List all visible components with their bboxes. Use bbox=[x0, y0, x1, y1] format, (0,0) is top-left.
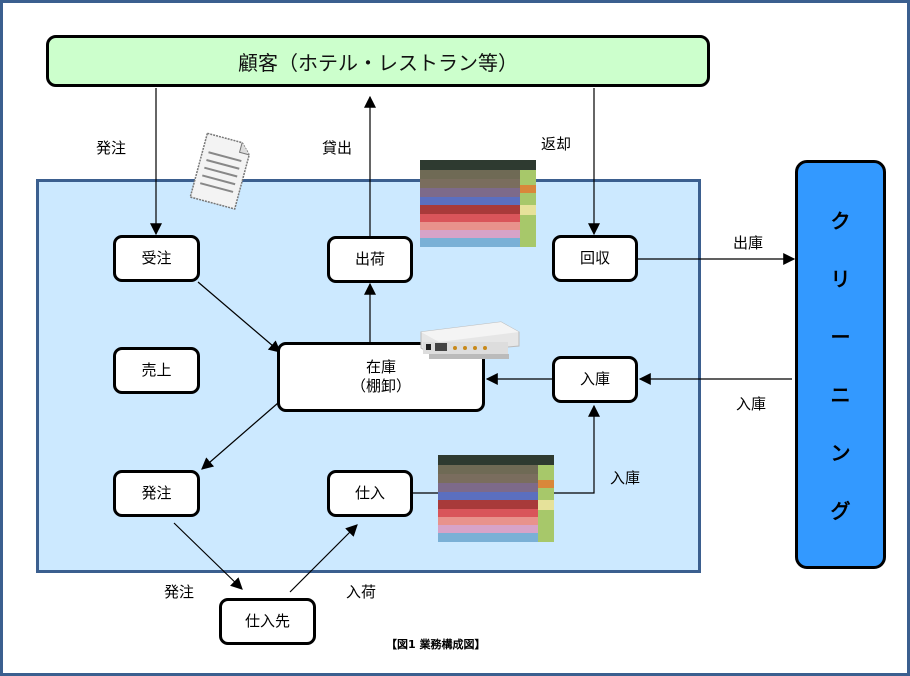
towel-stack-image bbox=[438, 455, 554, 542]
customer-label: 顧客（ホテル・レストラン等） bbox=[238, 50, 518, 75]
node-uriage-label: 売上 bbox=[141, 360, 172, 379]
node-shiiresaki-label: 仕入先 bbox=[244, 611, 290, 630]
cleaning-char: ニ bbox=[830, 382, 851, 407]
node-kaishu: 回収 bbox=[552, 235, 638, 282]
node-kaishu-label: 回収 bbox=[579, 248, 610, 267]
figure-caption: 【図1 業務構成図】 bbox=[386, 638, 486, 651]
arrow-juchu-to-zaiko bbox=[197, 281, 281, 353]
node-juchu: 受注 bbox=[113, 235, 200, 282]
cleaning-char: リ bbox=[830, 267, 851, 292]
edge-label-order: 発注 bbox=[96, 139, 127, 157]
cleaning-char: ク bbox=[830, 209, 851, 234]
cleaning-char: グ bbox=[830, 498, 851, 523]
edge-label-stock-in: 入庫 bbox=[610, 469, 641, 487]
node-zaiko-label: 在庫 bbox=[365, 357, 396, 376]
node-shukka: 出荷 bbox=[327, 236, 413, 283]
node-nyuko: 入庫 bbox=[552, 356, 638, 403]
cleaning-char: ー bbox=[830, 325, 851, 350]
node-nyuko-label: 入庫 bbox=[579, 369, 610, 388]
cleaning-char: ン bbox=[830, 440, 851, 465]
edge-label-supplier-order: 発注 bbox=[164, 583, 195, 601]
node-hatchu: 発注 bbox=[113, 470, 200, 517]
cleaning-box: ク リ ー ニ ン グ bbox=[795, 160, 886, 569]
node-uriage: 売上 bbox=[113, 347, 200, 394]
node-shukka-label: 出荷 bbox=[354, 249, 385, 268]
node-shiiresaki: 仕入先 bbox=[219, 598, 316, 645]
arrow-supplier-to-shiire bbox=[289, 524, 358, 593]
towel-stack-image bbox=[420, 160, 536, 247]
arrow-hatchu-to-supplier bbox=[173, 522, 243, 590]
node-zaiko-sublabel: （棚卸） bbox=[350, 377, 411, 395]
node-shiire-label: 仕入 bbox=[354, 483, 385, 502]
edge-label-arrival: 入荷 bbox=[346, 583, 377, 601]
edge-label-receive: 入庫 bbox=[736, 395, 767, 413]
edge-label-ship: 出庫 bbox=[733, 234, 764, 252]
edge-label-lend: 貸出 bbox=[322, 139, 353, 157]
rfid-reader-image bbox=[420, 321, 520, 359]
node-hatchu-label: 発注 bbox=[141, 483, 172, 502]
document-icon bbox=[189, 132, 252, 210]
edge-label-return: 返却 bbox=[541, 135, 572, 153]
customer-box: 顧客（ホテル・レストラン等） bbox=[46, 35, 710, 87]
node-juchu-label: 受注 bbox=[141, 248, 172, 267]
node-shiire: 仕入 bbox=[327, 470, 413, 517]
arrow-zaiko-to-hatchu bbox=[201, 402, 279, 470]
